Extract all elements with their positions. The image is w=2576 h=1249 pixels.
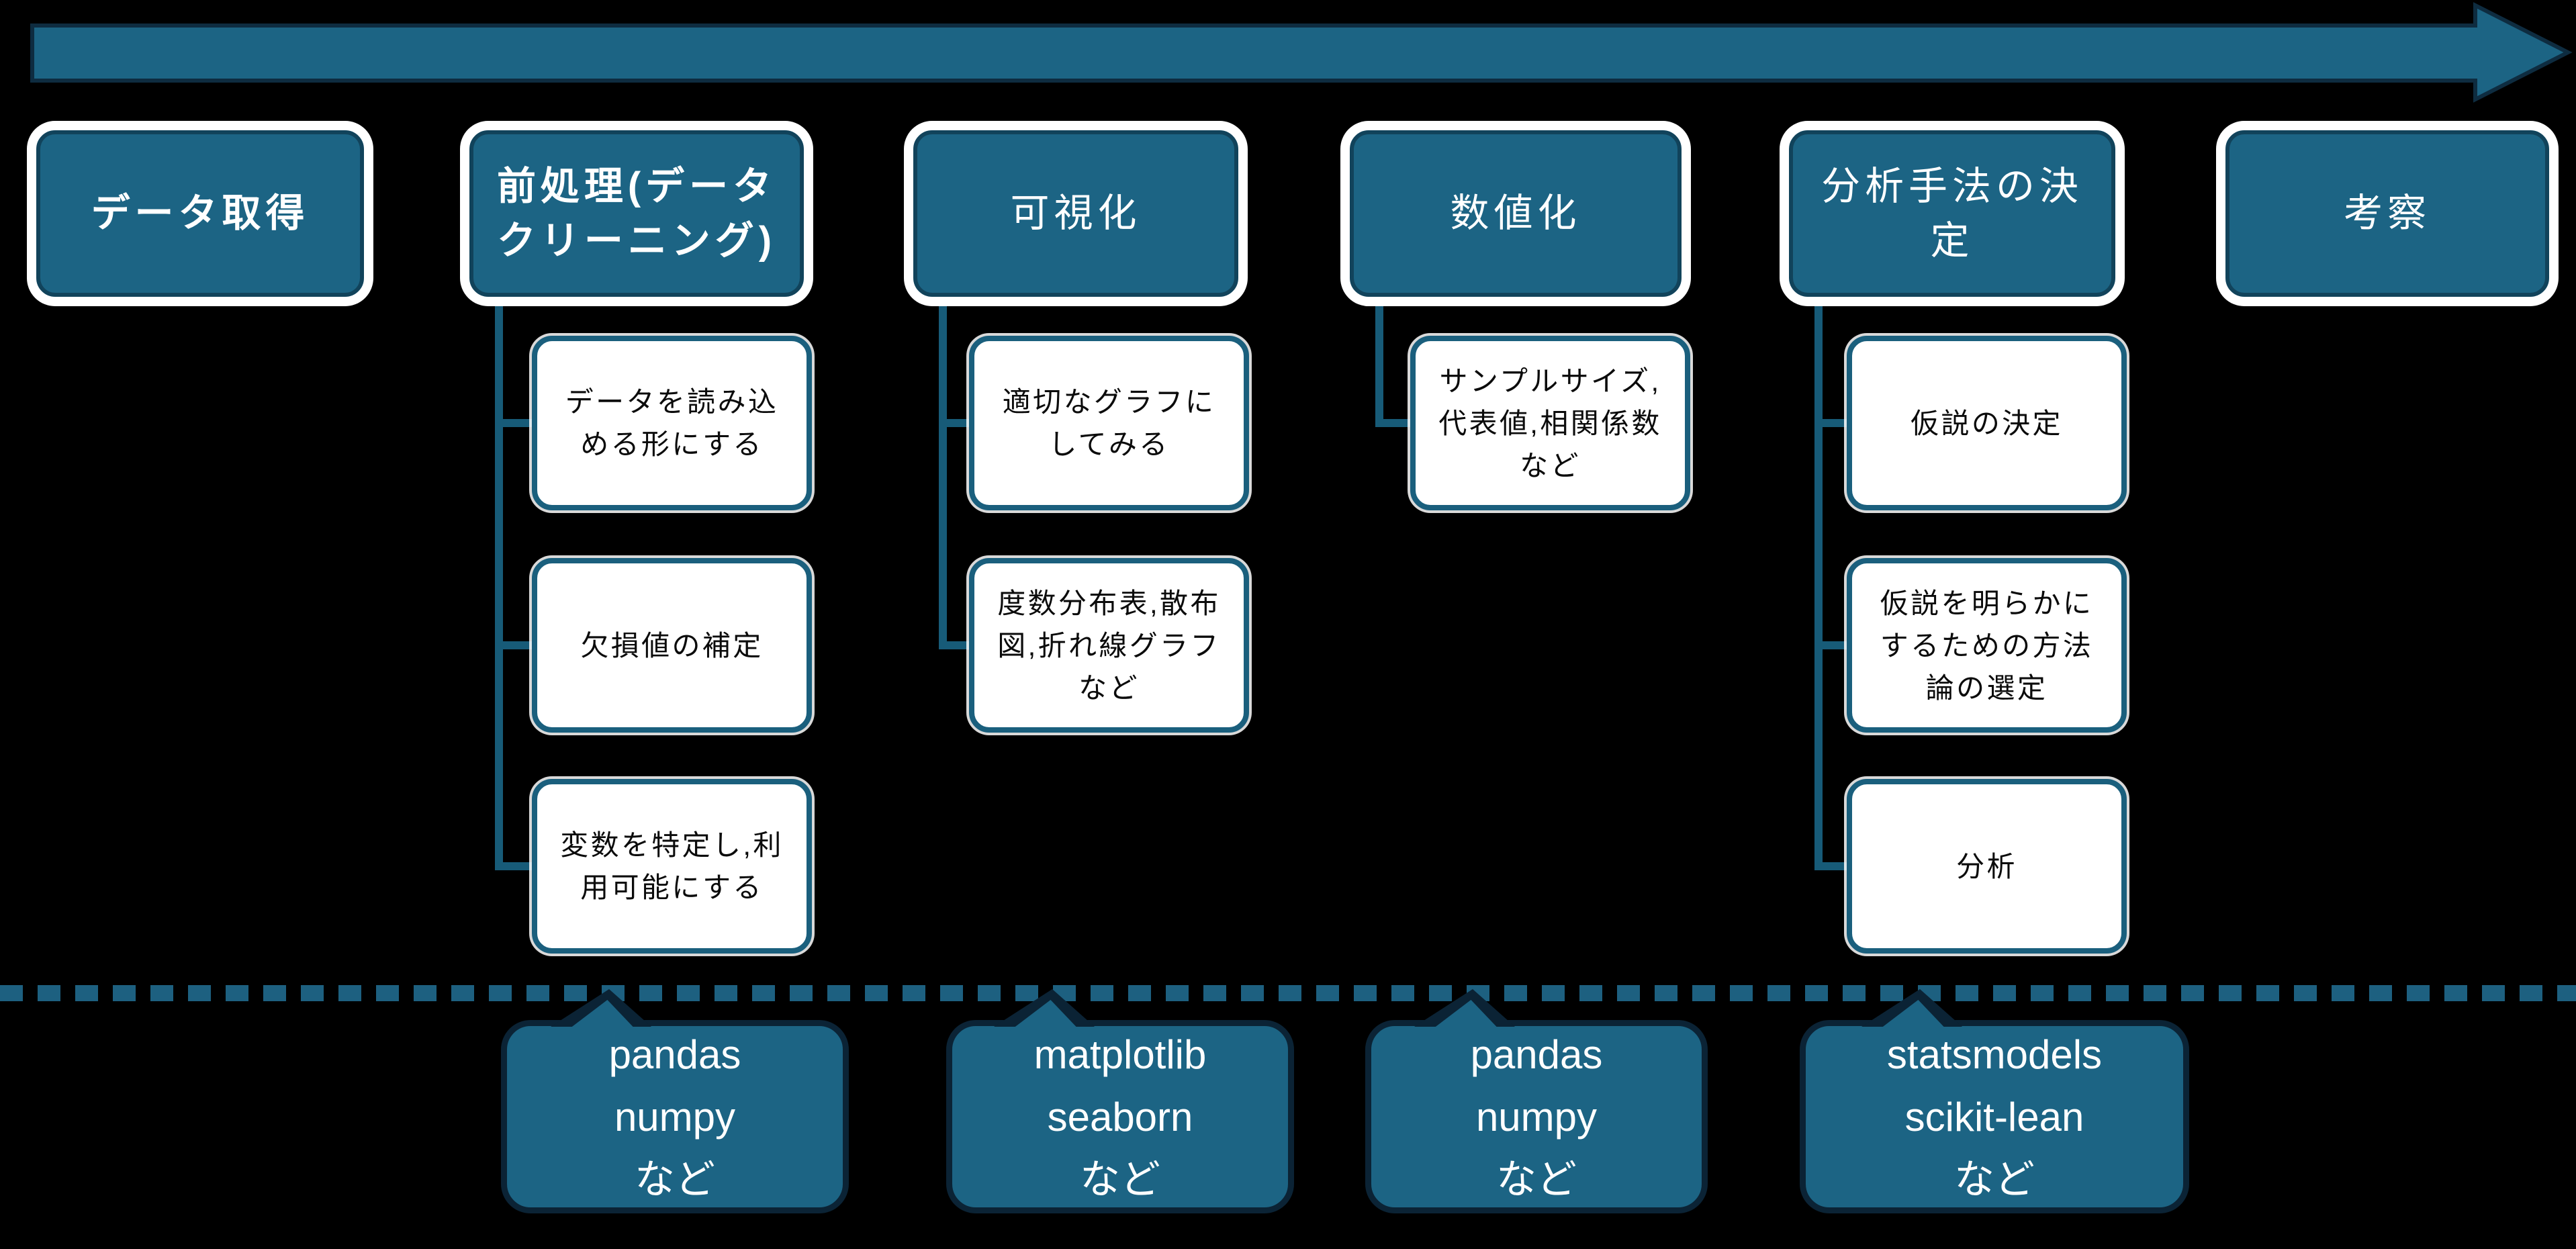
tools-bubble-visualization: matplotlib seaborn など <box>946 1020 1294 1213</box>
sub-box-methodology-selection: 仮説を明らかに するための方法 論の選定 <box>1847 558 2127 733</box>
connector-line <box>939 305 947 645</box>
stage-box-method-decision: 分析手法の決 定 <box>1780 121 2125 306</box>
connector-line <box>495 641 532 649</box>
stage-box-visualization: 可視化 <box>904 121 1248 306</box>
sub-box-appropriate-graph: 適切なグラフに してみる <box>969 336 1249 510</box>
connector-line <box>1814 641 1847 649</box>
tools-bubble-quantification: pandas numpy など <box>1365 1020 1708 1213</box>
sub-box-hypothesis-decision: 仮説の決定 <box>1847 336 2127 510</box>
sub-box-readable-format: データを読み込 める形にする <box>532 336 812 510</box>
tools-bubble-method-decision: statsmodels scikit-lean など <box>1800 1020 2189 1213</box>
connector-line <box>495 419 532 427</box>
connector-line <box>1814 419 1847 427</box>
stage-box-preprocessing: 前処理(データ クリーニング) <box>460 121 813 306</box>
sub-box-graph-types: 度数分布表,散布 図,折れ線グラフ など <box>969 558 1249 733</box>
flow-arrow <box>30 2 2573 103</box>
connector-line <box>1375 419 1410 427</box>
connector-line <box>1814 305 1823 866</box>
stage-box-consideration: 考察 <box>2216 121 2559 306</box>
sub-box-missing-values: 欠損値の補定 <box>532 558 812 733</box>
connector-line <box>939 641 969 649</box>
connector-line <box>1814 862 1847 870</box>
sub-box-analysis: 分析 <box>1847 779 2127 954</box>
stage-box-quantification: 数値化 <box>1340 121 1691 306</box>
dashed-divider <box>0 985 2576 1001</box>
stage-box-data-acquisition: データ取得 <box>27 121 373 306</box>
connector-line <box>939 419 969 427</box>
tools-bubble-preprocessing: pandas numpy など <box>501 1020 849 1213</box>
connector-line <box>495 862 532 870</box>
connector-line <box>495 305 503 866</box>
sub-box-identify-variables: 変数を特定し,利 用可能にする <box>532 779 812 954</box>
sub-box-sample-statistics: サンプルサイズ, 代表値,相関係数 など <box>1410 336 1690 510</box>
connector-line <box>1375 305 1383 423</box>
